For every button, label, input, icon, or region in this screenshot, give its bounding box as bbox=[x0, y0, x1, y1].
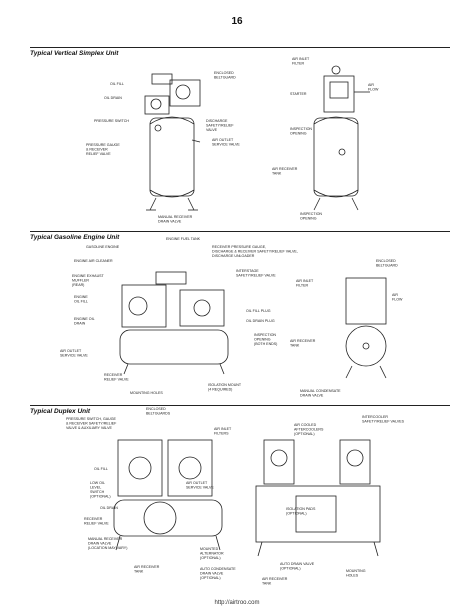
label-isolation-pads: ISOLATION PADS(OPTIONAL) bbox=[286, 507, 316, 516]
vertical-unit-side bbox=[313, 65, 370, 211]
gasoline-unit-end bbox=[345, 277, 387, 379]
page-number: 16 bbox=[231, 16, 243, 27]
label-isolation-mount: ISOLATION MOUNT(4 REQUIRED) bbox=[208, 383, 242, 392]
gasoline-unit bbox=[119, 271, 229, 375]
section-divider bbox=[30, 405, 450, 406]
label-starter: STARTER bbox=[290, 92, 307, 96]
footer-url[interactable]: http://airtroo.com bbox=[214, 600, 260, 606]
duplex-unit-front bbox=[113, 439, 223, 551]
duplex-unit-side bbox=[255, 439, 381, 557]
label-engine-fuel-tank: ENGINE FUEL TANK bbox=[166, 237, 201, 241]
label-pressure-switch: PRESSURE SWITCH bbox=[94, 119, 129, 123]
label-gasoline-engine: GASOLINE ENGINE bbox=[86, 245, 120, 249]
label-oil-drain-plug: OIL DRAIN PLUG bbox=[246, 319, 275, 323]
label-duplex-oil-fill: OIL FILL bbox=[94, 467, 108, 471]
label-auto-drain: AUTO DRAIN VALVE(OPTIONAL) bbox=[280, 562, 315, 571]
label-engine-air-cleaner: ENGINE AIR CLEANER bbox=[74, 259, 113, 263]
section-title-gasoline: Typical Gasoline Engine Unit bbox=[30, 234, 120, 241]
label-duplex-pressure-switch: PRESSURE SWITCH, GAUGE& RECEIVER SAFETY/… bbox=[66, 417, 117, 430]
label-oil-fill: OIL FILL bbox=[110, 82, 124, 86]
section-divider bbox=[30, 231, 450, 232]
label-mounting-holes: MOUNTING HOLES bbox=[130, 391, 163, 395]
label-receiver-gauge: RECEIVER PRESSURE GAUGE,DISCHARGE & RECE… bbox=[212, 245, 298, 258]
label-oil-fill-plug: OIL FILL PLUG bbox=[246, 309, 271, 313]
vertical-unit-front bbox=[144, 73, 201, 211]
section-divider bbox=[30, 47, 450, 48]
label-oil-drain: OIL DRAIN bbox=[104, 96, 122, 100]
label-duplex-oil-drain: OIL DRAIN bbox=[100, 506, 118, 510]
section-title-duplex: Typical Duplex Unit bbox=[30, 408, 91, 415]
section-title-vertical: Typical Vertical Simplex Unit bbox=[30, 50, 119, 57]
